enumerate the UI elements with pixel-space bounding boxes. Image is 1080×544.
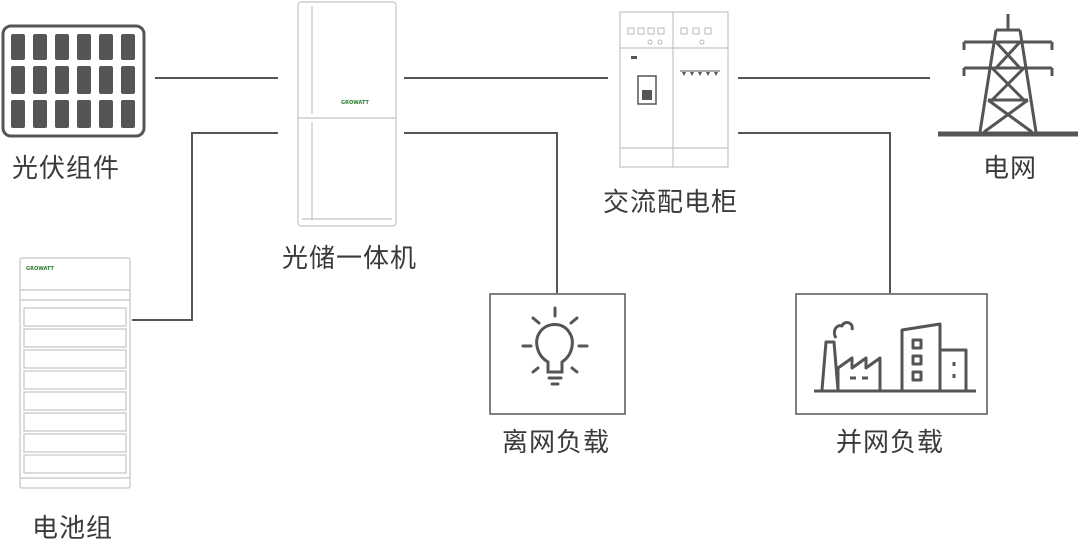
connection-lines — [132, 77, 930, 321]
inverter-cabinet-icon — [297, 1, 397, 227]
factory-building-icon — [814, 321, 976, 393]
inverter-brand-logo: GROWATT — [341, 100, 370, 106]
grid-label: 电网 — [983, 154, 1038, 184]
link-inverter-offgrid — [404, 132, 558, 293]
on-grid-load-label: 并网负载 — [836, 428, 945, 458]
battery-label: 电池组 — [32, 514, 114, 544]
ac-cabinet-label: 交流配电柜 — [603, 188, 739, 218]
transmission-tower-icon — [938, 14, 1078, 137]
light-bulb-icon — [521, 306, 589, 386]
link-cabinet-ongrid — [738, 132, 891, 293]
inverter-label: 光储一体机 — [282, 244, 418, 274]
distribution-cabinet-icon — [619, 11, 729, 168]
link-battery-inverter — [132, 132, 278, 321]
off-grid-load-label: 离网负载 — [502, 428, 611, 458]
solar-panel-label: 光伏组件 — [12, 154, 121, 184]
on-grid-load-box — [795, 293, 988, 415]
solar-panel-icon — [1, 24, 146, 138]
off-grid-load-box — [489, 293, 626, 415]
battery-brand-logo: GROWATT — [26, 266, 55, 272]
battery-cabinet-icon — [19, 257, 131, 489]
